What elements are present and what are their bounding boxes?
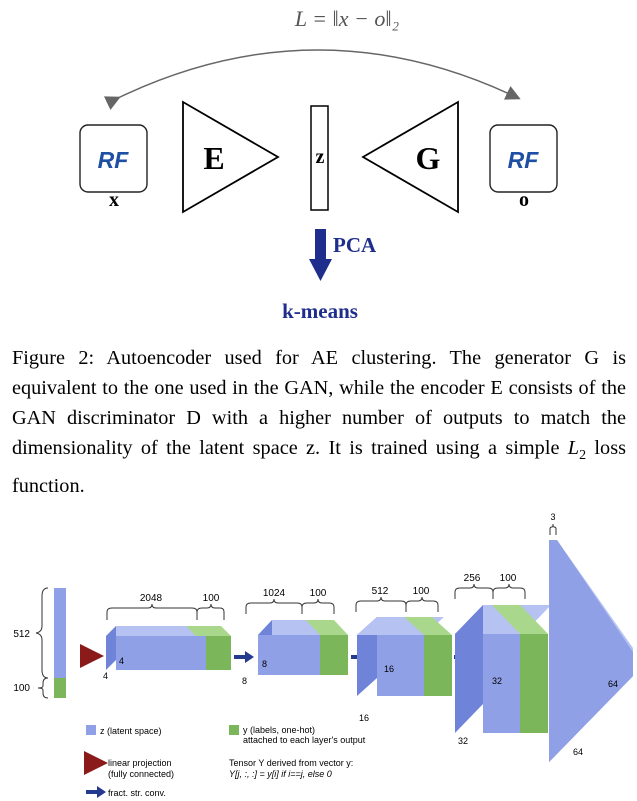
block1-side-size: 4 bbox=[103, 671, 108, 681]
caption-text: Figure 2: Autoencoder used for AE cluste… bbox=[12, 347, 626, 459]
output-rf-logo: RF bbox=[508, 147, 540, 173]
output-image-box: RF bbox=[489, 124, 558, 193]
legend-linear-label-2: (fully connected) bbox=[108, 769, 174, 779]
latent-label: z bbox=[316, 146, 325, 168]
layer-block-3: 512 100 16 16 bbox=[355, 586, 452, 723]
generator-architecture-diagram: 512 100 2048 100 4 4 1024 100 8 8 bbox=[13, 512, 633, 798]
block4-side-size: 32 bbox=[458, 736, 468, 746]
latent-vector-z: z bbox=[310, 105, 329, 211]
input-y-brace bbox=[37, 677, 49, 699]
input-z-dim: 512 bbox=[13, 629, 30, 640]
pca-arrow bbox=[309, 229, 332, 281]
block4-y-channels: 100 bbox=[500, 573, 517, 584]
generator-label: G bbox=[416, 140, 441, 176]
block1-y-channels: 100 bbox=[203, 593, 220, 604]
legend-y-label-2: attached to each layer's output bbox=[243, 735, 366, 745]
legend-y-swatch bbox=[229, 725, 239, 735]
block4-z-channels: 256 bbox=[464, 573, 481, 584]
input-y-segment bbox=[54, 678, 66, 698]
figure-caption: Figure 2: Autoencoder used for AE cluste… bbox=[12, 343, 626, 501]
legend-conv-arrow bbox=[86, 786, 106, 798]
input-label-x: x bbox=[109, 189, 119, 211]
legend-conv-label: fract. str. conv. bbox=[108, 788, 166, 798]
encoder-label: E bbox=[203, 140, 224, 176]
block2-side-size: 8 bbox=[242, 676, 247, 686]
autoencoder-diagram: L = ‖x − o‖₂ RF x E z G RF o PCA k-means bbox=[79, 6, 558, 323]
output-label-o: o bbox=[519, 189, 529, 211]
layer-block-2: 1024 100 8 8 bbox=[242, 588, 348, 686]
layer-block-1: 2048 100 4 4 bbox=[103, 593, 231, 681]
encoder-triangle: E bbox=[182, 100, 280, 214]
legend-tensor-label-2: Y[j, :, :] = y[i] if i==j, else 0 bbox=[229, 769, 332, 779]
block3-side-size: 16 bbox=[359, 713, 369, 723]
input-rf-logo: RF bbox=[98, 147, 130, 173]
caption-loss-subscript: 2 bbox=[579, 448, 587, 464]
legend-tensor-label-1: Tensor Y derived from vector y: bbox=[229, 758, 353, 768]
block5-channels: 3 bbox=[550, 512, 555, 522]
block2-front-size: 8 bbox=[262, 659, 267, 669]
block5-front-size: 64 bbox=[608, 679, 618, 689]
block5-side-size: 64 bbox=[573, 747, 583, 757]
caption-text-end: loss function. bbox=[12, 437, 626, 498]
layer-block-5: 3 64 64 bbox=[549, 512, 633, 762]
block3-front-size: 16 bbox=[384, 664, 394, 674]
legend-z-label: z (latent space) bbox=[100, 726, 162, 736]
block2-y-channels: 100 bbox=[310, 588, 327, 599]
block1-z-channels: 2048 bbox=[140, 593, 163, 604]
conv-arrow-1 bbox=[234, 651, 254, 663]
input-y-dim: 100 bbox=[13, 683, 30, 694]
pca-label: PCA bbox=[333, 233, 377, 257]
input-z-brace bbox=[35, 587, 49, 679]
reconstruction-arc bbox=[103, 49, 521, 110]
block3-z-channels: 512 bbox=[372, 586, 389, 597]
block2-z-channels: 1024 bbox=[263, 588, 286, 599]
legend-linear-label-1: linear projection bbox=[108, 758, 172, 768]
block4-front-size: 32 bbox=[492, 676, 502, 686]
legend: z (latent space) y (labels, one-hot) att… bbox=[84, 725, 366, 798]
block1-front-size: 4 bbox=[119, 656, 124, 666]
layer-block-4: 256 100 32 32 bbox=[454, 573, 551, 746]
generator-triangle: G bbox=[361, 100, 459, 214]
kmeans-label: k-means bbox=[282, 299, 358, 323]
loss-formula: L = ‖x − o‖₂ bbox=[294, 6, 400, 31]
input-z-segment bbox=[54, 588, 66, 678]
caption-loss-symbol: L bbox=[567, 437, 580, 459]
block3-y-channels: 100 bbox=[413, 586, 430, 597]
input-image-box: RF bbox=[79, 124, 148, 193]
legend-z-swatch bbox=[86, 725, 96, 735]
legend-y-label-1: y (labels, one-hot) bbox=[243, 725, 315, 735]
